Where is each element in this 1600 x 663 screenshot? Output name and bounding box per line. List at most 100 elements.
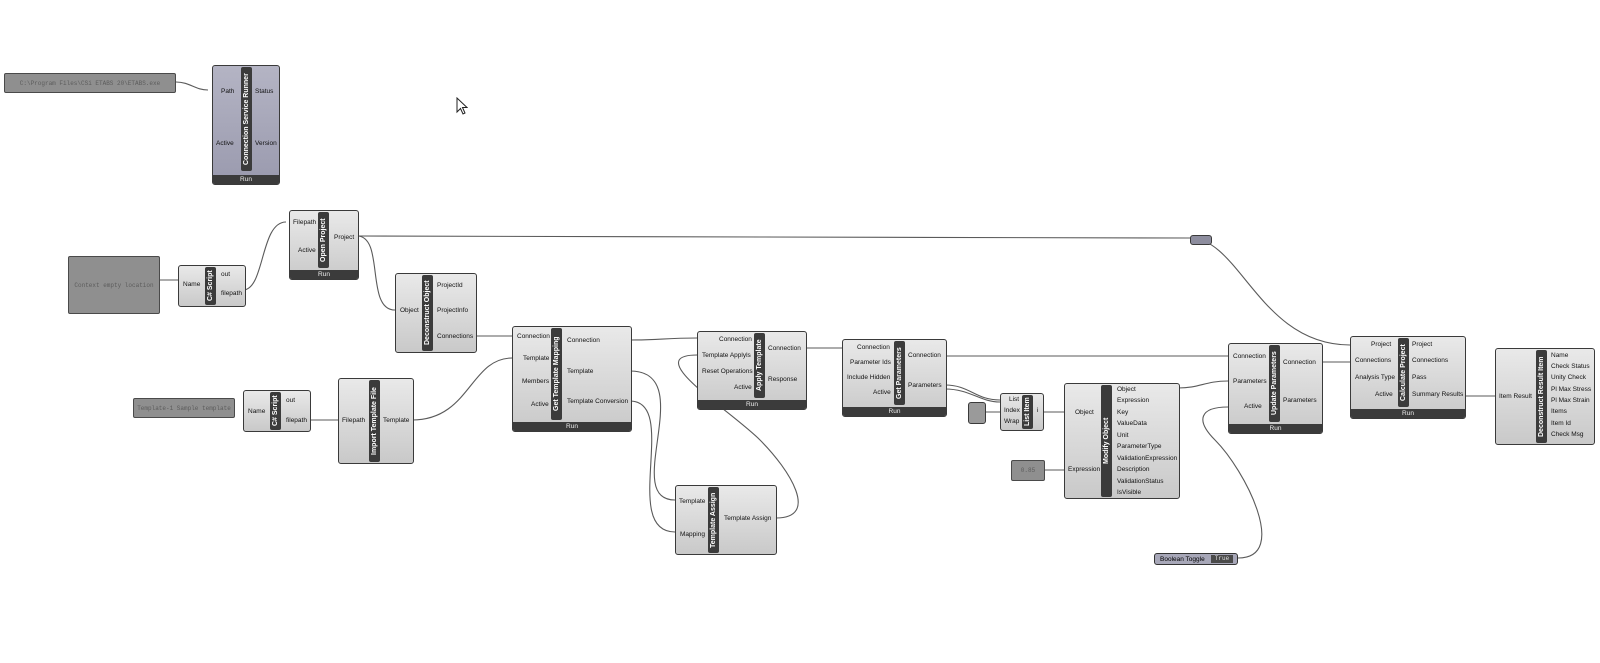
input-connection[interactable]: Connection xyxy=(857,344,890,351)
output-status[interactable]: Status xyxy=(255,88,274,95)
import-template-file-node[interactable]: Import Template File Filepath Template xyxy=(338,378,414,464)
csharp-script-node-2[interactable]: C# Script Name out filepath xyxy=(243,390,311,432)
output-items[interactable]: Items xyxy=(1551,408,1567,415)
output-unit[interactable]: Unit xyxy=(1117,432,1129,439)
input-active[interactable]: Active xyxy=(298,247,316,254)
input-template[interactable]: Template xyxy=(679,498,706,505)
input-parameters[interactable]: Parameters xyxy=(1233,378,1267,385)
template-panel[interactable]: Template-1 Sample template xyxy=(133,398,235,418)
output-connection[interactable]: Connection xyxy=(1283,359,1316,366)
input-name[interactable]: Name xyxy=(183,281,201,288)
output-connections[interactable]: Connections xyxy=(1412,357,1449,364)
output-parameters[interactable]: Parameters xyxy=(1283,397,1317,404)
output-template-conversion[interactable]: Template Conversion xyxy=(567,398,629,405)
input-filepath[interactable]: Filepath xyxy=(293,219,317,226)
output-template[interactable]: Template xyxy=(383,417,410,424)
output-projectinfo[interactable]: ProjectInfo xyxy=(437,307,469,314)
input-filepath[interactable]: Filepath xyxy=(342,417,366,424)
list-item-node[interactable]: List Item List Index Wrap i xyxy=(1000,393,1044,431)
output-out[interactable]: out xyxy=(221,271,231,278)
input-members[interactable]: Members xyxy=(522,378,550,385)
run-bar[interactable]: Run xyxy=(1351,409,1465,418)
output-project[interactable]: Project xyxy=(1412,341,1433,348)
input-name[interactable]: Name xyxy=(248,408,266,415)
output-isvisible[interactable]: IsVisible xyxy=(1117,489,1142,496)
input-active[interactable]: Active xyxy=(734,384,752,391)
input-analysis-type[interactable]: Analysis Type xyxy=(1355,374,1395,381)
output-name[interactable]: Name xyxy=(1551,352,1569,359)
output-check-status[interactable]: Check Status xyxy=(1551,363,1590,370)
output-connection[interactable]: Connection xyxy=(768,345,801,352)
input-connection[interactable]: Connection xyxy=(719,336,752,343)
deconstruct-result-item-node[interactable]: Deconstruct Result Item Item Result Name… xyxy=(1495,348,1595,445)
run-bar[interactable]: Run xyxy=(290,270,358,279)
boolean-toggle-value[interactable]: True xyxy=(1211,555,1233,563)
run-bar[interactable]: Run xyxy=(213,175,279,184)
get-parameters-node[interactable]: Get Parameters Connection Parameter Ids … xyxy=(842,339,947,417)
output-pl-max-stress[interactable]: Pl Max Stress xyxy=(1551,386,1592,393)
input-index[interactable]: Index xyxy=(1004,407,1020,414)
input-item-result[interactable]: Item Result xyxy=(1499,393,1532,400)
output-i[interactable]: i xyxy=(1037,407,1039,414)
boolean-toggle[interactable]: Boolean Toggle True xyxy=(1154,553,1238,565)
connection-service-runner-node[interactable]: Connection Service Runner Path Active St… xyxy=(212,65,280,185)
output-filepath[interactable]: filepath xyxy=(286,417,307,424)
expression-panel[interactable]: 0.85 xyxy=(1011,460,1045,481)
path-panel[interactable]: C:\Program Files\CSi ETABS 20\ETABS.exe xyxy=(4,73,176,93)
csharp-script-node-1[interactable]: C# Script Name out filepath xyxy=(178,265,246,307)
input-list[interactable]: List xyxy=(1009,396,1020,403)
output-filepath[interactable]: filepath xyxy=(221,290,242,297)
output-parametertype[interactable]: ParameterType xyxy=(1117,443,1162,450)
output-projectid[interactable]: ProjectId xyxy=(437,282,463,289)
input-reset-operations[interactable]: Reset Operations xyxy=(702,368,753,375)
output-template[interactable]: Template xyxy=(567,368,594,375)
output-template-assign[interactable]: Template Assign xyxy=(724,515,772,522)
input-object[interactable]: Object xyxy=(400,307,419,314)
output-valuedata[interactable]: ValueData xyxy=(1117,420,1147,427)
input-active[interactable]: Active xyxy=(531,401,549,408)
output-version[interactable]: Version xyxy=(255,140,277,147)
output-connections[interactable]: Connections xyxy=(437,333,474,340)
open-project-node[interactable]: Open Project Filepath Active Project Run xyxy=(289,210,359,280)
model-path-panel[interactable]: Context empty location xyxy=(68,256,160,314)
input-path[interactable]: Path xyxy=(221,88,235,95)
input-active[interactable]: Active xyxy=(216,140,234,147)
output-pl-max-strain[interactable]: Pl Max Strain xyxy=(1551,397,1590,404)
input-connection[interactable]: Connection xyxy=(1233,353,1266,360)
output-validationexpression[interactable]: ValidationExpression xyxy=(1117,455,1178,462)
input-include-hidden[interactable]: Include Hidden xyxy=(847,374,891,381)
input-mapping[interactable]: Mapping xyxy=(680,531,705,538)
run-bar[interactable]: Run xyxy=(513,422,631,431)
output-expression[interactable]: Expression xyxy=(1117,397,1150,404)
output-description[interactable]: Description xyxy=(1117,466,1150,473)
input-active[interactable]: Active xyxy=(1375,391,1393,398)
output-validationstatus[interactable]: ValidationStatus xyxy=(1117,478,1164,485)
run-bar[interactable]: Run xyxy=(1229,424,1322,433)
input-expression[interactable]: Expression xyxy=(1068,466,1101,473)
input-wrap[interactable]: Wrap xyxy=(1004,418,1020,425)
apply-template-node[interactable]: Apply Template Connection Template Apply… xyxy=(697,331,807,410)
relay-icon[interactable] xyxy=(1190,235,1212,245)
input-template[interactable]: Template xyxy=(523,355,550,362)
input-object[interactable]: Object xyxy=(1075,409,1094,416)
input-active[interactable]: Active xyxy=(873,389,891,396)
input-template-applyls[interactable]: Template Applyls xyxy=(702,352,751,359)
input-project[interactable]: Project xyxy=(1371,341,1392,348)
output-item-id[interactable]: Item Id xyxy=(1551,420,1571,427)
output-object[interactable]: Object xyxy=(1117,386,1136,393)
input-parameter-ids[interactable]: Parameter Ids xyxy=(850,359,891,366)
number-slider-icon[interactable] xyxy=(968,402,986,424)
input-active[interactable]: Active xyxy=(1244,403,1262,410)
output-connection[interactable]: Connection xyxy=(908,352,941,359)
run-bar[interactable]: Run xyxy=(843,407,946,416)
output-parameters[interactable]: Parameters xyxy=(908,382,942,389)
output-summary-results[interactable]: Summary Results xyxy=(1412,391,1464,398)
output-response[interactable]: Response xyxy=(768,376,798,383)
run-bar[interactable]: Run xyxy=(698,400,806,409)
deconstruct-object-node[interactable]: Deconstruct Object Object ProjectId Proj… xyxy=(395,273,477,353)
update-parameters-node[interactable]: Update Parameters Connection Parameters … xyxy=(1228,343,1323,434)
output-connection[interactable]: Connection xyxy=(567,337,600,344)
input-connections[interactable]: Connections xyxy=(1355,357,1392,364)
output-pass[interactable]: Pass xyxy=(1412,374,1427,381)
